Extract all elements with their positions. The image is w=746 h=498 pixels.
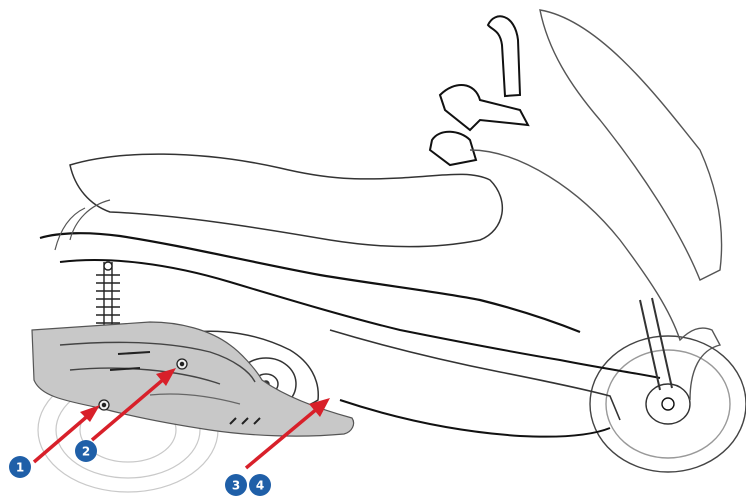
handlebar <box>440 85 528 130</box>
windscreen <box>540 10 722 280</box>
callout-4: 4 <box>249 474 271 496</box>
svg-text:2: 2 <box>82 445 90 459</box>
callout-1: 1 <box>9 456 31 478</box>
callout-2: 2 <box>75 440 97 462</box>
rear-fairing <box>40 233 580 332</box>
seat <box>70 154 502 247</box>
brake-lever <box>430 132 476 165</box>
footboard <box>340 400 610 437</box>
rear-shock <box>96 262 120 330</box>
floor-side <box>330 330 620 420</box>
callout-3: 3 <box>225 474 247 496</box>
svg-text:3: 3 <box>232 479 240 493</box>
front-cowl <box>470 150 720 400</box>
body-panel-line <box>55 200 110 250</box>
mirror-stalk <box>488 16 520 96</box>
svg-text:4: 4 <box>256 479 264 493</box>
svg-text:1: 1 <box>16 461 24 475</box>
